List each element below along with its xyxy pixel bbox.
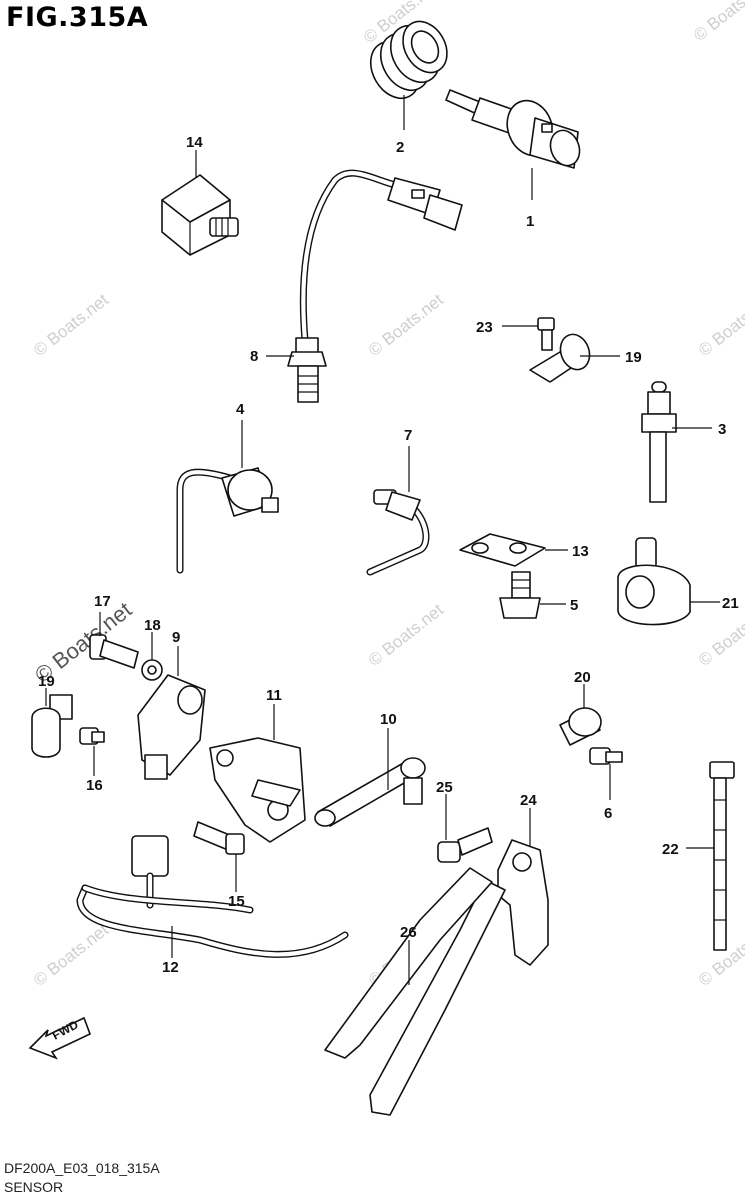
sensor-tube-drawing [366, 489, 430, 576]
diagram-caption: SENSOR [4, 1179, 64, 1195]
callout-17: 17 [94, 593, 111, 610]
callout-3: 3 [718, 421, 726, 438]
callout-26: 26 [400, 924, 417, 941]
sensor-connector-drawing [445, 89, 581, 169]
callout-14: 14 [186, 134, 203, 151]
callout-8: 8 [250, 348, 258, 365]
harness-drawing [76, 835, 349, 958]
temperature-sensor-drawing [641, 381, 677, 503]
callout-2: 2 [396, 139, 404, 156]
callouts: 2 1 14 8 23 19 3 4 7 13 5 21 17 18 9 19 [38, 95, 739, 985]
sensor-harness-drawing [287, 169, 463, 403]
callout-4: 4 [236, 401, 245, 418]
cable-tie-drawing [709, 761, 735, 951]
lever-drawing [314, 757, 426, 827]
pressure-switch-drawing [161, 174, 239, 256]
clamp-plate-drawing [459, 533, 546, 567]
sensor-9-drawing [137, 674, 206, 780]
callout-23: 23 [476, 319, 493, 336]
grommet-drawing [369, 20, 448, 100]
callout-1: 1 [526, 213, 534, 230]
figure-title: FIG.315A [6, 2, 149, 33]
bolt-15-drawing [193, 821, 245, 855]
callout-5: 5 [570, 597, 578, 614]
knock-sensor-drawing [176, 467, 279, 574]
bolt-17-washer-18-drawing [89, 634, 163, 681]
callout-25: 25 [436, 779, 453, 796]
bolt-5-drawing [499, 571, 541, 619]
callout-7: 7 [404, 427, 412, 444]
callout-18: 18 [144, 617, 161, 634]
callout-6: 6 [604, 805, 612, 822]
callout-19-top: 19 [625, 349, 642, 366]
clamp-left-drawing [31, 694, 105, 758]
bracket-24-arm-26-drawing [324, 839, 549, 1116]
clamp-20-drawing [559, 707, 623, 765]
callout-12: 12 [162, 959, 179, 976]
callout-11: 11 [266, 687, 282, 704]
callout-15: 15 [228, 893, 245, 910]
callout-16: 16 [86, 777, 103, 794]
callout-21: 21 [722, 595, 739, 612]
bolt-25-drawing [437, 827, 493, 863]
callout-22: 22 [662, 841, 679, 858]
callout-19-left: 19 [38, 673, 55, 690]
callout-10: 10 [380, 711, 397, 728]
callout-9: 9 [172, 629, 180, 646]
bracket-11-drawing [209, 737, 306, 843]
diagram-code: DF200A_E03_018_315A [4, 1160, 160, 1176]
fwd-arrow: FWD [28, 1016, 92, 1060]
clip-drawing [617, 537, 691, 626]
clamp-top-drawing [529, 317, 591, 383]
callout-13: 13 [572, 543, 589, 560]
callout-20: 20 [574, 669, 591, 686]
callout-24: 24 [520, 792, 537, 809]
